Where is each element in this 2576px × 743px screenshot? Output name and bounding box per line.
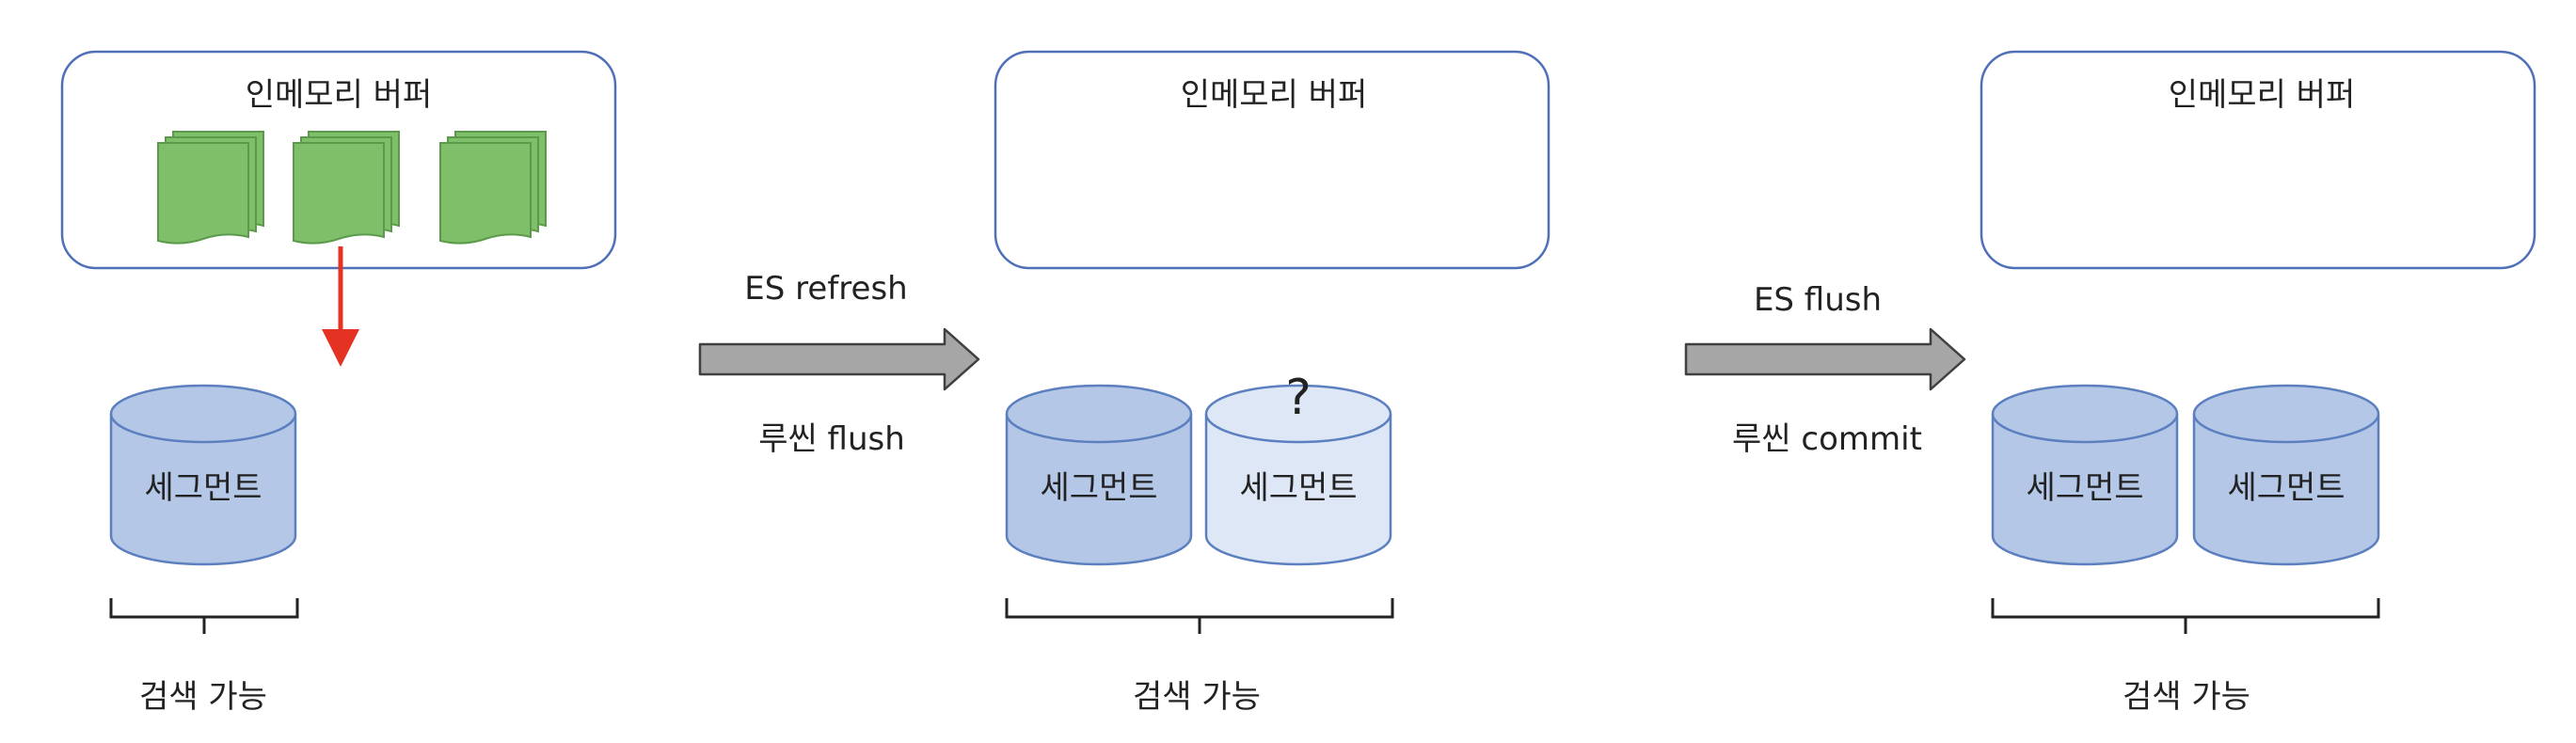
segment-label: 세그먼트 [2227,469,2345,507]
buffer-label: 인메모리 버퍼 [1181,76,1368,114]
stage-1: 인메모리 버퍼 세그먼트 검색 가능 [60,50,617,716]
searchable-bracket [1005,598,1394,634]
segment-cylinder: 세그먼트 [1991,384,2179,566]
process-arrow [698,327,980,391]
transition-1: ES refresh 루씬 flush [698,270,980,458]
buffer-label: 인메모리 버퍼 [246,76,433,114]
searchable-bracket [1991,598,2380,634]
in-memory-buffer [1980,50,2536,270]
new-segment-mark: ? [1285,370,1312,426]
buffer-label: 인메모리 버퍼 [2169,76,2356,114]
in-memory-buffer [994,50,1550,270]
segment-label: 세그먼트 [2026,469,2143,507]
new-segment-cylinder: ? 세그먼트 [1204,370,1392,566]
transition-2: ES flush 루씬 commit [1684,281,1966,458]
searchable-bracket [109,598,299,634]
segment-cylinder: 세그먼트 [2192,384,2380,566]
transition-top-label: ES flush [1754,281,1882,319]
document-stack-icon [293,131,400,245]
document-stack-icon [157,131,264,245]
stage-3: 인메모리 버퍼 세그먼트 세그먼트 검색 가능 [1980,50,2536,716]
transition-bottom-label: 루씬 flush [758,420,905,458]
document-stack-icon [439,131,547,245]
segment-cylinder: 세그먼트 [109,384,297,566]
searchable-label: 검색 가능 [2123,678,2250,716]
segment-label: 세그먼트 [1239,469,1357,507]
segment-label: 세그먼트 [1040,469,1157,507]
transition-bottom-label: 루씬 commit [1732,420,1922,458]
searchable-label: 검색 가능 [139,678,267,716]
process-arrow [1684,327,1966,391]
stage-2: 인메모리 버퍼 세그먼트 ? 세그먼트 검색 가능 [994,50,1550,716]
segment-cylinder: 세그먼트 [1005,384,1193,566]
segment-label: 세그먼트 [144,469,262,507]
transition-top-label: ES refresh [744,270,907,308]
searchable-label: 검색 가능 [1133,678,1261,716]
